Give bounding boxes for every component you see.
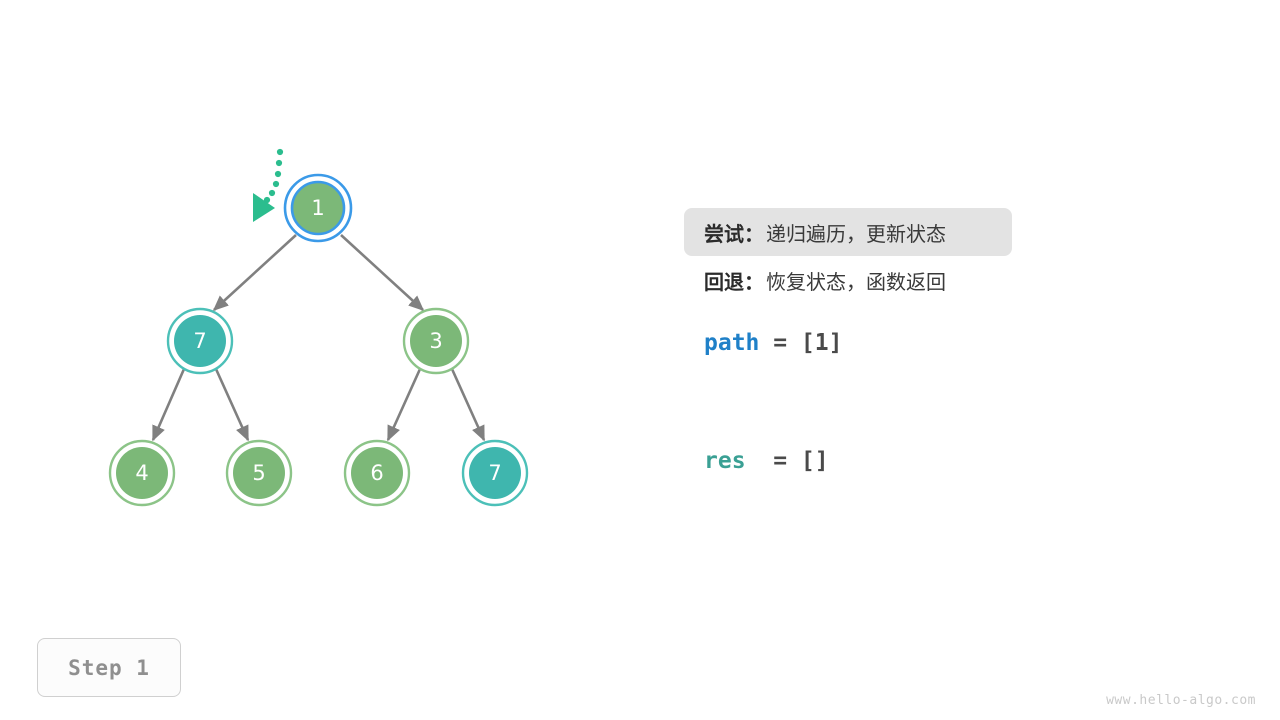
tree-node-4[interactable]: 4 bbox=[108, 439, 176, 507]
description-row-backtrack: 回退： 恢复状态，函数返回 bbox=[684, 256, 1012, 304]
tree-node-5[interactable]: 5 bbox=[225, 439, 293, 507]
variable-name-path: path bbox=[704, 330, 760, 356]
step-badge: Step 1 bbox=[37, 638, 181, 697]
description-row-try: 尝试： 递归遍历，更新状态 bbox=[684, 208, 1012, 256]
description-key-backtrack: 回退： bbox=[704, 269, 764, 294]
node-label: 6 bbox=[370, 461, 383, 485]
tree-node-7-right[interactable]: 7 bbox=[461, 439, 529, 507]
edge-3-to-6 bbox=[386, 368, 422, 442]
node-label: 4 bbox=[135, 461, 148, 485]
tree-edges bbox=[151, 234, 486, 442]
node-label: 3 bbox=[429, 329, 442, 353]
node-label: 1 bbox=[311, 196, 324, 220]
edge-7-to-4 bbox=[151, 368, 186, 442]
variable-row-res: res = [] bbox=[704, 448, 829, 474]
variable-value-res: = [] bbox=[745, 448, 829, 474]
edge-1-to-3 bbox=[340, 234, 425, 312]
variable-value-path: = [1] bbox=[759, 330, 843, 356]
node-label: 5 bbox=[252, 461, 265, 485]
variable-name-res: res bbox=[704, 448, 746, 474]
explanation-panel: 尝试： 递归遍历，更新状态 回退： 恢复状态，函数返回 path = [1] r… bbox=[684, 208, 1244, 474]
description-value-try: 递归遍历，更新状态 bbox=[766, 221, 946, 246]
tree-node-3[interactable]: 3 bbox=[402, 307, 470, 375]
edge-3-to-7 bbox=[450, 368, 486, 442]
node-label: 7 bbox=[193, 329, 206, 353]
watermark: www.hello-algo.com bbox=[1106, 693, 1256, 708]
recursion-pointer-icon bbox=[253, 148, 284, 222]
tree-node-6[interactable]: 6 bbox=[343, 439, 411, 507]
description-value-backtrack: 恢复状态，函数返回 bbox=[766, 269, 946, 294]
node-label: 7 bbox=[488, 461, 501, 485]
tree-node-7-left[interactable]: 7 bbox=[166, 307, 234, 375]
description-key-try: 尝试： bbox=[704, 221, 764, 246]
edge-7-to-5 bbox=[214, 368, 250, 442]
tree-node-1[interactable]: 1 bbox=[283, 173, 353, 243]
variable-row-path: path = [1] bbox=[704, 330, 842, 356]
watermark-text: www.hello-algo.com bbox=[1106, 693, 1256, 708]
step-badge-label: Step 1 bbox=[68, 655, 150, 680]
edge-1-to-7 bbox=[212, 234, 297, 312]
